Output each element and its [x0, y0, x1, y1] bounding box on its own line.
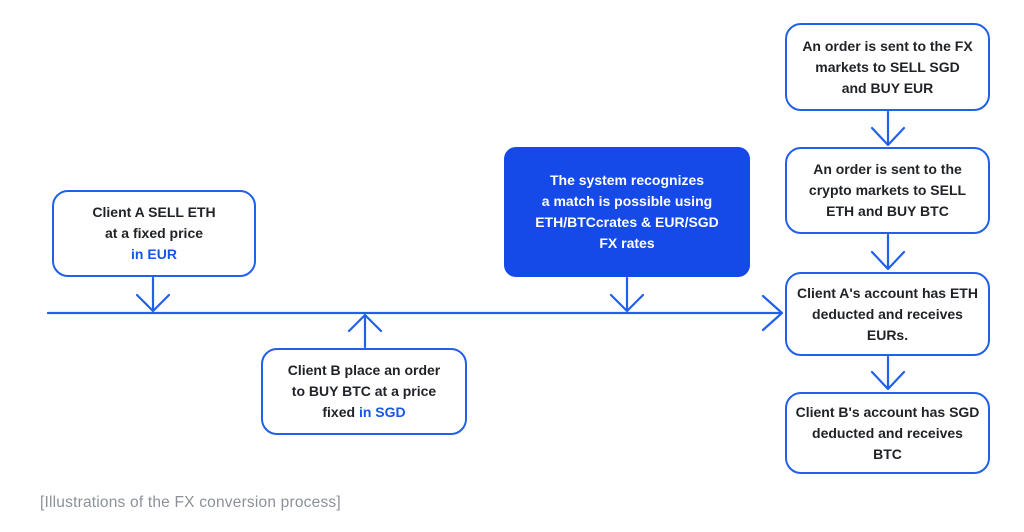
accent-currency-label: in SGD	[358, 404, 406, 420]
box-line: deducted and receives	[812, 424, 963, 441]
client-a-sell-box: Client A SELL ETH at a fixed price in EU…	[52, 190, 256, 277]
box-line: ETH/BTCcrates & EUR/SGD	[535, 214, 719, 230]
box-line: fixed in SGD	[322, 402, 405, 423]
box-line: Client B's account has SGD	[795, 403, 980, 420]
box-line: EURs.	[866, 326, 909, 343]
crypto-order-box: An order is sent to the crypto markets t…	[785, 147, 990, 234]
system-down-arrow	[609, 276, 645, 313]
account-a-to-account-b-arrow	[870, 355, 906, 391]
box-line: at a fixed price	[104, 225, 204, 241]
client-a-account-box: Client A's account has ETH deducted and …	[785, 272, 990, 356]
client-b-buy-box: Client B place an order to BUY BTC at a …	[261, 348, 467, 435]
box-line: markets to SELL SGD	[815, 58, 960, 75]
box-line-prefix: fixed	[322, 404, 359, 420]
box-line: deducted and receives	[812, 305, 963, 322]
box-line: Client A's account has ETH	[797, 284, 978, 301]
box-line: Client A SELL ETH	[92, 204, 216, 220]
box-line: in EUR	[131, 244, 177, 265]
box-line: a match is possible using	[541, 193, 713, 209]
box-line: and BUY EUR	[841, 79, 934, 96]
box-line: to BUY BTC at a price	[291, 383, 437, 399]
box-line: Client B place an order	[287, 362, 441, 378]
box-line: An order is sent to the FX	[802, 37, 973, 54]
crypto-to-account-a-arrow	[870, 233, 906, 271]
fx-order-box: An order is sent to the FX markets to SE…	[785, 23, 990, 111]
client-b-account-box: Client B's account has SGD deducted and …	[785, 392, 990, 474]
diagram-caption: [Illustrations of the FX conversion proc…	[40, 494, 341, 511]
fx-to-crypto-arrow	[870, 110, 906, 147]
box-line: The system recognizes	[549, 172, 705, 188]
box-line: An order is sent to the	[813, 161, 962, 177]
timeline-arrow	[46, 294, 784, 332]
box-line: BTC	[873, 445, 902, 462]
system-match-box: The system recognizes a match is possibl…	[504, 147, 750, 277]
box-line: ETH and BUY BTC	[826, 203, 949, 219]
accent-currency-label: in EUR	[131, 246, 177, 262]
client-b-up-arrow	[347, 313, 383, 349]
box-line: FX rates	[599, 235, 655, 251]
client-a-down-arrow	[135, 276, 171, 313]
box-line: crypto markets to SELL	[808, 182, 967, 198]
